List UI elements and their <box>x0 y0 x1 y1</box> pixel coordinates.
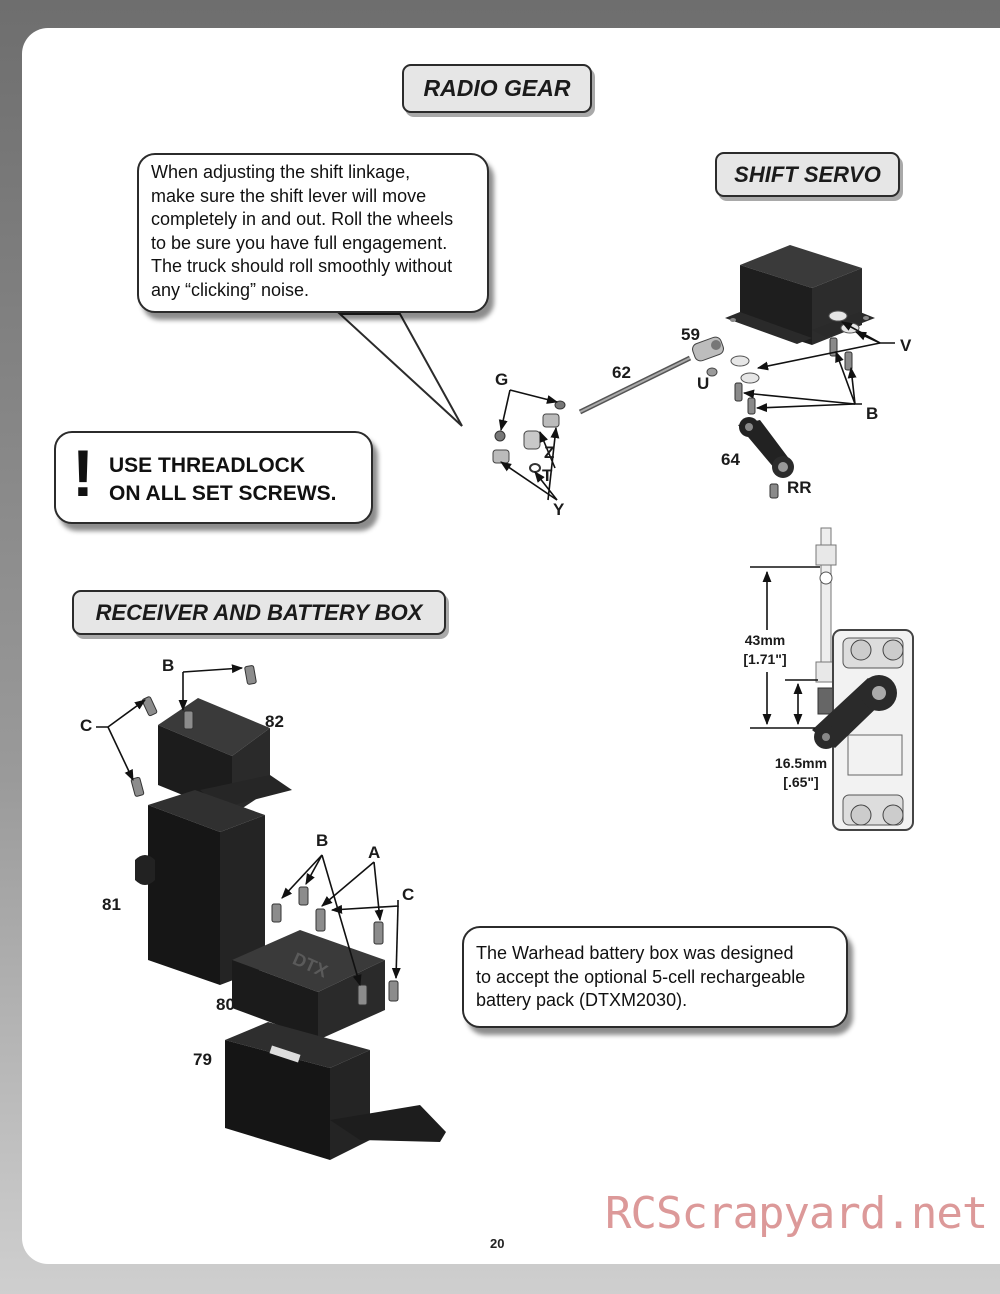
callout-line: make sure the shift lever will move <box>151 185 427 206</box>
part-v-label: V <box>900 336 912 355</box>
battery-box-callout: The Warhead battery box was designed to … <box>462 926 848 1028</box>
receiver-box-heading: RECEIVER AND BATTERY BOX <box>72 590 446 635</box>
part-59-label: 59 <box>681 325 700 344</box>
washer-parts-v <box>730 310 860 384</box>
callout-line: to be sure you have full engagement. <box>151 232 448 253</box>
part-62-label: 62 <box>612 363 631 382</box>
threadlock-line: USE THREADLOCK <box>109 454 306 477</box>
rod-length-measurement: 43mm [1.71"] <box>730 631 800 669</box>
ball-end-illustration <box>692 336 724 362</box>
part-80-label: 80 <box>216 995 235 1014</box>
rod-length-in: [1.71"] <box>743 651 787 667</box>
watermark: RCScrapyard.net <box>605 1188 988 1239</box>
part-82-label: 82 <box>265 712 284 731</box>
page-number: 20 <box>490 1236 505 1251</box>
callout-line: any “clicking” noise. <box>151 279 310 300</box>
box-part-b2-label: B <box>316 831 329 850</box>
arm-length-measurement: 16.5mm [.65"] <box>764 754 838 792</box>
arm-length-in: [.65"] <box>783 774 819 790</box>
receiver-battery-box-diagram <box>96 664 446 1160</box>
threadlock-callout: ! USE THREADLOCK ON ALL SET SCREWS. <box>54 431 373 524</box>
box-part-a-label: A <box>368 843 381 862</box>
callout-line: When adjusting the shift linkage, <box>151 162 411 182</box>
callout-pointer-seam <box>341 298 399 308</box>
part-b-label: B <box>866 404 879 423</box>
arm-length-mm: 16.5mm <box>774 755 828 771</box>
warning-mark-icon: ! <box>72 436 94 510</box>
servo-leader-lines <box>498 321 895 501</box>
part-u-label: U <box>697 374 710 393</box>
part-y-label: Y <box>553 500 565 519</box>
servo-arm-illustration <box>738 417 794 478</box>
part-64-label: 64 <box>721 450 740 469</box>
callout-line: to accept the optional 5-cell rechargeab… <box>476 966 806 987</box>
shift-servo-diagram <box>492 245 895 501</box>
part-t-label: T <box>542 466 553 485</box>
shift-linkage-callout: When adjusting the shift linkage, make s… <box>137 153 489 313</box>
radio-gear-heading: RADIO GEAR <box>402 64 592 113</box>
part-g-label: G <box>495 370 509 389</box>
callout-line: battery pack (DTXM2030). <box>476 990 688 1010</box>
threadlock-line: ON ALL SET SCREWS. <box>109 482 337 505</box>
callout-line: The truck should roll smoothly without <box>151 256 453 276</box>
part-z-label: Z <box>544 443 555 462</box>
part-81-label: 81 <box>102 895 121 914</box>
shift-servo-heading: SHIFT SERVO <box>715 152 900 197</box>
part-79-label: 79 <box>193 1050 212 1069</box>
rod-length-mm: 43mm <box>744 632 786 648</box>
callout-pointer <box>337 313 463 427</box>
callout-line: completely in and out. Roll the wheels <box>151 209 454 229</box>
box-part-c-label: C <box>80 716 93 735</box>
box-part-c2-label: C <box>402 885 415 904</box>
callout-line: The Warhead battery box was designed <box>476 943 794 963</box>
part-rr-label: RR <box>787 478 812 497</box>
box-part-b-label: B <box>162 656 175 675</box>
servo-measurement-diagram <box>750 527 914 831</box>
